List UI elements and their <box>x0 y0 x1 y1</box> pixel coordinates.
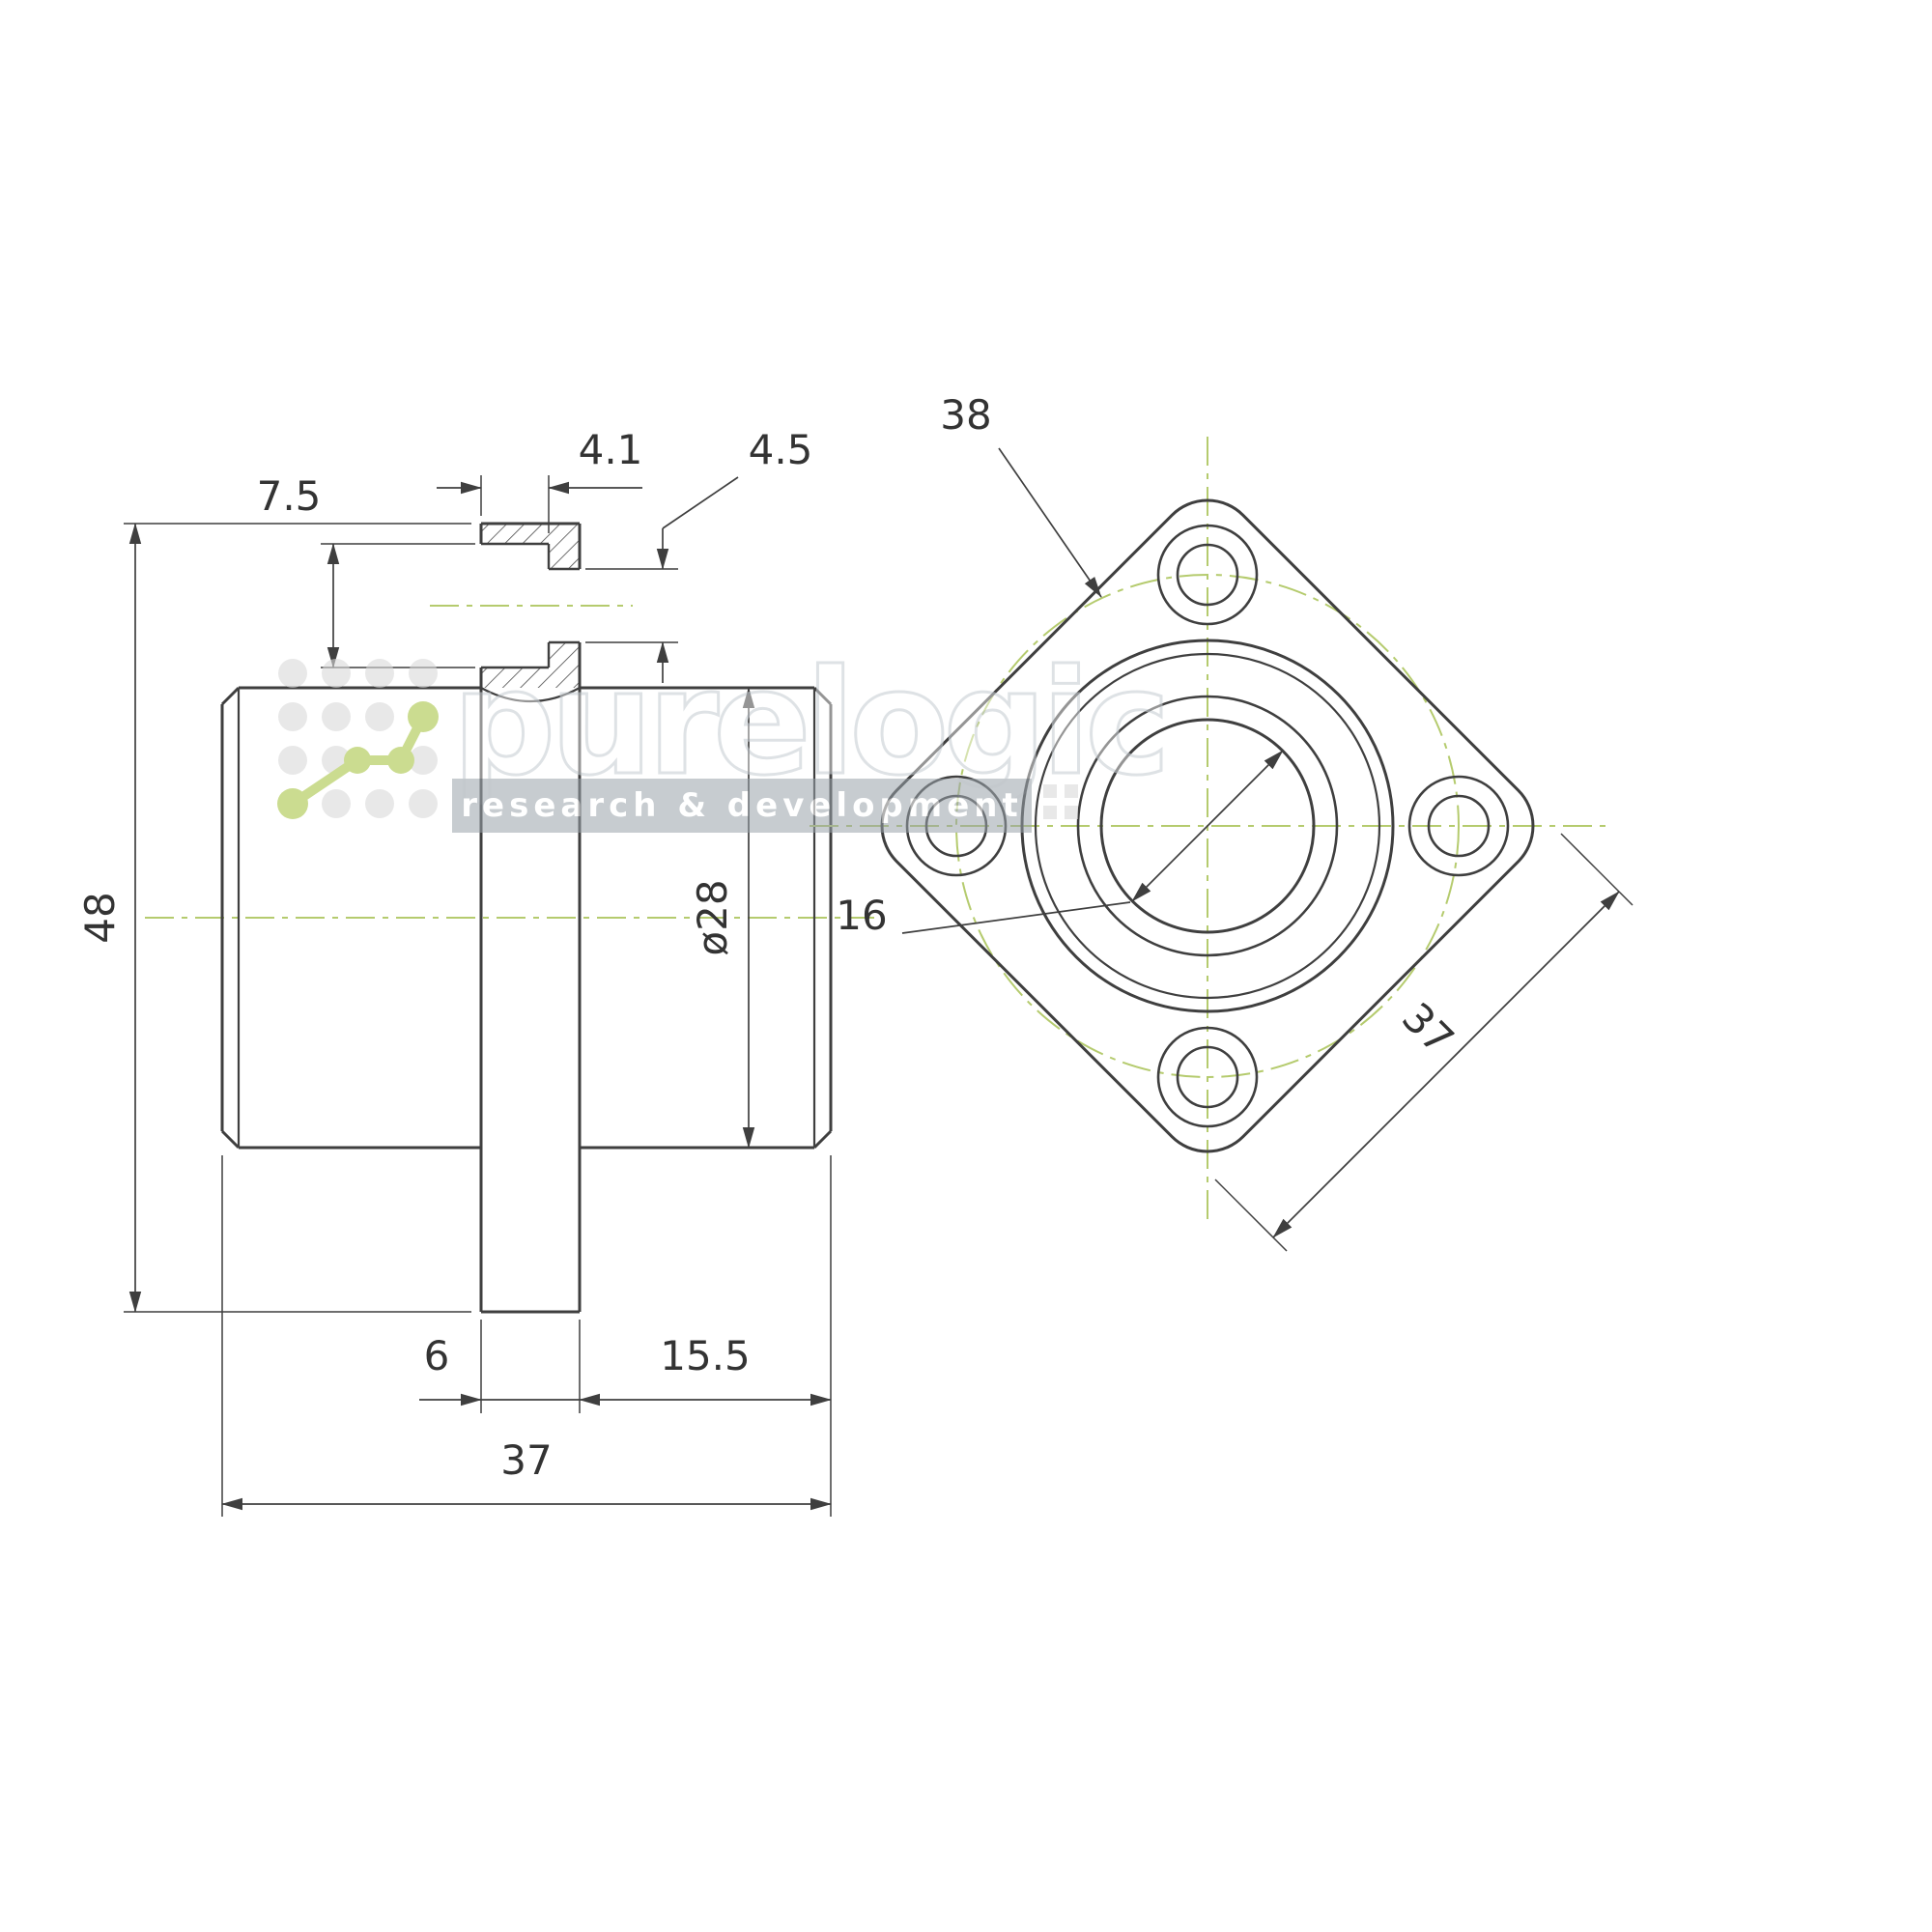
body-chamfer-circle <box>1034 652 1381 1000</box>
dim-label-total-length: 37 <box>500 1436 552 1484</box>
dim-label-right-length: 15.5 <box>660 1332 751 1379</box>
side-view-dimensions: 48 ø28 4.1 4.5 7.5 6 15.5 37 <box>76 426 832 1517</box>
inner-ring-circle <box>1076 695 1339 957</box>
bore-circle <box>1099 718 1316 934</box>
watermark-corner-squares <box>1043 784 1078 819</box>
dim-line-bore <box>1131 750 1284 902</box>
bolt-circle-centerline <box>955 574 1460 1078</box>
side-view: 48 ø28 4.1 4.5 7.5 6 15.5 37 <box>76 426 874 1517</box>
watermark-tagline: research & development <box>461 786 1022 825</box>
dim-label-flange-height: 48 <box>76 892 124 943</box>
dim-label-counterbore-depth: 4.1 <box>579 426 643 473</box>
dim-line-flange-side <box>1272 891 1620 1238</box>
dim-leader-hole-dia <box>662 476 739 529</box>
dim-label-body-diameter: ø28 <box>689 879 736 955</box>
watermark: purelogic research & development <box>277 639 1173 833</box>
ext-line-flange-side-b <box>1214 1179 1288 1252</box>
logo-dot-grid <box>278 659 438 818</box>
ext-line-flange-side-a <box>1560 833 1634 906</box>
dim-label-bore: 16 <box>836 892 887 939</box>
watermark-band <box>452 779 1032 833</box>
dim-label-counterbore-diameter: 7.5 <box>257 472 322 520</box>
logo-molecule-icon <box>277 701 439 819</box>
dim-label-bolt-circle: 38 <box>940 391 991 439</box>
dim-label-flange-side: 37 <box>1393 994 1463 1064</box>
dim-label-flange-thickness: 6 <box>424 1332 450 1379</box>
side-view-outline <box>220 522 833 1314</box>
dim-label-hole-diameter: 4.5 <box>749 426 813 473</box>
dim-leader-bore <box>901 901 1131 934</box>
section-hatching <box>481 524 580 688</box>
dim-leader-bolt-circle <box>998 447 1102 598</box>
